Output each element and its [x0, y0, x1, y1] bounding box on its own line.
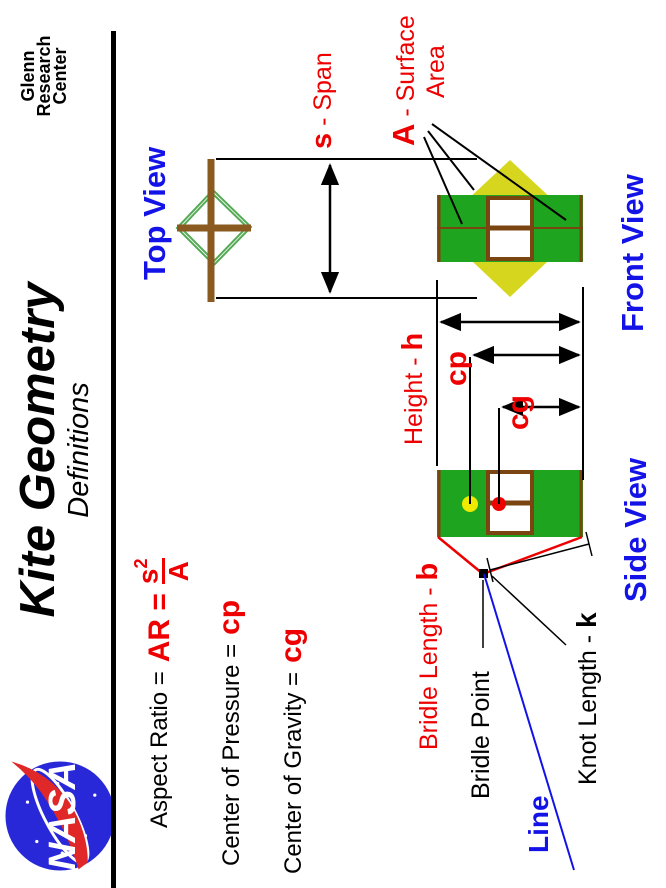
side-view-kite — [437, 470, 583, 537]
nasa-logo: NASA — [5, 761, 115, 871]
surface-area-label: A - Surface Area — [386, 15, 450, 146]
height-dimension — [436, 280, 584, 504]
span-label: s - Span — [306, 52, 338, 149]
aspect-ratio-label: Aspect Ratio = — [146, 671, 174, 828]
nasa-logo-vector-swoosh — [11, 761, 88, 870]
bridle-point-marker — [479, 569, 488, 578]
aspect-ratio-fraction: s2 A — [131, 558, 195, 585]
flying-line — [483, 573, 575, 871]
knot-length-label: Knot Length - k — [571, 612, 602, 785]
knot-leader-line — [491, 575, 567, 646]
center-of-gravity-formula: Center of Gravity = cg — [275, 628, 309, 874]
bridle-group — [437, 531, 593, 871]
cp-label: cp — [440, 350, 473, 386]
center-of-pressure-formula: Center of Pressure = cp — [213, 600, 247, 866]
side-view-label: Side View — [618, 457, 653, 602]
cg-symbol: cg — [275, 627, 308, 663]
front-view-kite — [437, 160, 583, 297]
line-label: Line — [523, 795, 554, 853]
center-of-gravity-label: Center of Gravity = — [280, 671, 307, 874]
top-view-kite — [175, 159, 253, 302]
nasa-logo-text: NASA — [41, 762, 84, 870]
cp-symbol: cp — [213, 599, 246, 635]
bridle-upper-leg — [437, 536, 484, 575]
aspect-ratio-symbol: AR = — [143, 593, 177, 663]
aspect-ratio-formula: Aspect Ratio = AR = s2 A — [128, 558, 195, 828]
surface-area-pointers — [423, 123, 567, 225]
height-label: Height - h — [397, 332, 429, 445]
front-view-label: Front View — [615, 174, 650, 332]
bridle-length-label: Bridle Length - b — [412, 562, 444, 750]
bridle-point-label: Bridle Point — [467, 671, 495, 799]
cg-label: cg — [502, 394, 535, 430]
top-view-label: Top View — [137, 146, 172, 280]
knot-measure-line — [489, 543, 590, 571]
center-of-pressure-label: Center of Pressure = — [218, 643, 245, 866]
